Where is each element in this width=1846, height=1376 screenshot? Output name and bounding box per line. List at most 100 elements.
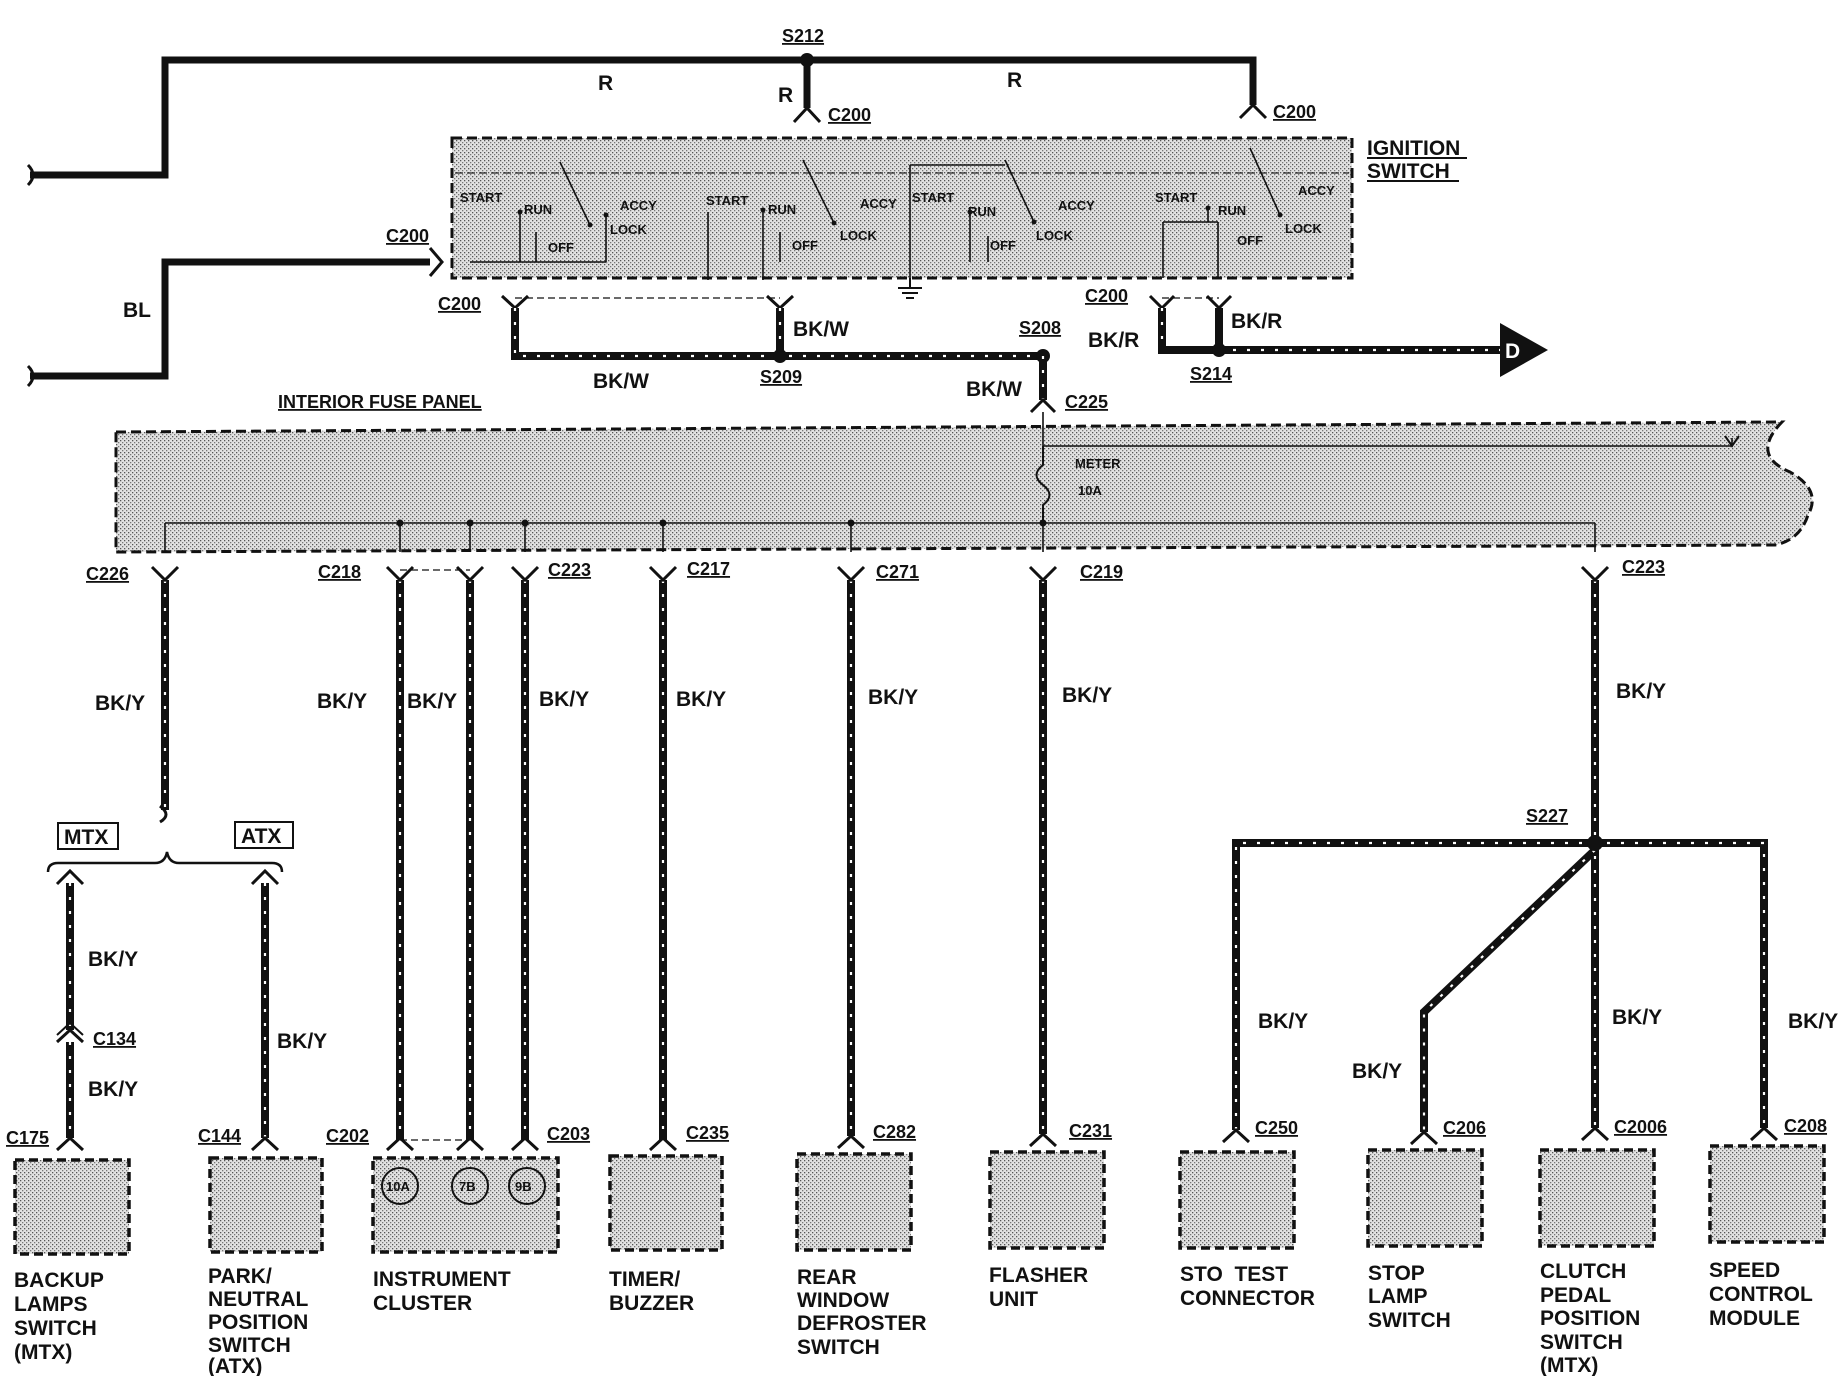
svg-text:C200: C200 — [386, 226, 429, 246]
wire-label-bky: BK/Y — [1612, 1006, 1662, 1029]
component-clutch-pedal-switch — [1538, 1148, 1656, 1248]
svg-text:MODULE: MODULE — [1709, 1307, 1800, 1330]
svg-text:STO TEST: STO TEST — [1180, 1263, 1288, 1286]
pos-off: OFF — [990, 238, 1016, 253]
wire-label-bky: BK/Y — [277, 1030, 327, 1053]
component-stop-lamp-switch — [1366, 1148, 1484, 1248]
pos-start: START — [706, 193, 748, 208]
atx-box — [234, 821, 294, 849]
pos-run: RUN — [968, 204, 996, 219]
connector-c2006 — [1580, 1125, 1610, 1142]
svg-text:SWITCH: SWITCH — [797, 1336, 880, 1359]
pos-run: RUN — [1218, 203, 1246, 218]
pos-accy: ACCY — [860, 196, 897, 211]
svg-text:FLASHER: FLASHER — [989, 1264, 1088, 1287]
svg-text:TIMER/: TIMER/ — [609, 1268, 680, 1291]
wire-label-r: R — [1007, 69, 1022, 92]
svg-text:C144: C144 — [198, 1126, 241, 1146]
connector-c217 — [648, 565, 678, 583]
svg-text:UNIT: UNIT — [989, 1288, 1038, 1311]
connector-c250 — [1221, 1127, 1251, 1144]
component-sto-test-connector — [1178, 1150, 1296, 1250]
pos-lock: LOCK — [610, 222, 647, 237]
component-timer-buzzer — [608, 1154, 724, 1252]
connector-c223 — [1580, 565, 1610, 583]
fuse-icon — [1035, 446, 1051, 523]
connector-c200 — [792, 105, 822, 124]
svg-text:C208: C208 — [1784, 1116, 1827, 1136]
svg-text:C231: C231 — [1069, 1121, 1112, 1141]
splice-s209 — [773, 349, 787, 363]
svg-text:C218: C218 — [318, 562, 361, 582]
component-instrument-cluster — [371, 1156, 560, 1254]
wire-label-bkw: BK/W — [593, 370, 649, 393]
pos-lock: LOCK — [1285, 221, 1322, 236]
wire-bkr — [1158, 308, 1500, 354]
svg-text:S212: S212 — [782, 26, 824, 46]
pos-run: RUN — [768, 202, 796, 217]
svg-text:BACKUP: BACKUP — [14, 1269, 104, 1292]
svg-text:C223: C223 — [548, 560, 591, 580]
connector-c225 — [1029, 397, 1057, 414]
svg-text:SWITCH: SWITCH — [1540, 1331, 1623, 1354]
connector-c226 — [150, 565, 180, 583]
component-backup-lamps-switch — [13, 1158, 131, 1256]
svg-text:INSTRUMENT: INSTRUMENT — [373, 1268, 511, 1291]
brace — [46, 851, 284, 873]
wire-label-bky: BK/Y — [1258, 1010, 1308, 1033]
wire-label-bky: BK/Y — [539, 688, 589, 711]
svg-text:C203: C203 — [547, 1124, 590, 1144]
wire-bkw — [511, 308, 1043, 360]
ground-icon — [898, 278, 922, 299]
fuse-panel-title: INTERIOR FUSE PANEL — [278, 392, 482, 412]
ignition-switch-title: IGNITION — [1367, 137, 1460, 160]
pos-start: START — [1155, 190, 1197, 205]
pos-off: OFF — [548, 240, 574, 255]
svg-text:C282: C282 — [873, 1122, 916, 1142]
component-park-neutral-switch — [208, 1156, 324, 1254]
svg-text:REAR: REAR — [797, 1266, 857, 1289]
svg-text:PARK/: PARK/ — [208, 1265, 272, 1288]
svg-text:BUZZER: BUZZER — [609, 1292, 694, 1315]
svg-text:(MTX): (MTX) — [14, 1341, 72, 1364]
wire-label-bkr: BK/R — [1088, 329, 1139, 352]
svg-text:POSITION: POSITION — [208, 1311, 308, 1334]
wire-label-bky: BK/Y — [317, 690, 367, 713]
label-backup-lamps-switch: BACKUP LAMPS SWITCH (MTX) — [14, 1269, 104, 1364]
fuse-name: METER — [1075, 456, 1121, 471]
fuse-rating: 10A — [1078, 483, 1102, 498]
wire-label-bl: BL — [123, 299, 151, 322]
svg-text:STOP: STOP — [1368, 1262, 1425, 1285]
svg-text:C200: C200 — [1273, 102, 1316, 122]
wire-label-bky: BK/Y — [1352, 1060, 1402, 1083]
ignition-switch-section — [470, 161, 607, 263]
svg-text:C202: C202 — [326, 1126, 369, 1146]
pos-start: START — [912, 190, 954, 205]
svg-text:C2006: C2006 — [1614, 1117, 1667, 1137]
wire-r — [30, 56, 1257, 179]
splice-s227 — [1587, 835, 1603, 851]
splice-s214 — [1212, 343, 1226, 357]
cluster-terminal: 7B — [459, 1179, 476, 1194]
wire-label-bky: BK/Y — [1616, 680, 1666, 703]
wire-label-bky: BK/Y — [1062, 684, 1112, 707]
bky-wire-group — [66, 580, 1768, 1140]
pos-accy: ACCY — [1298, 183, 1335, 198]
svg-text:S209: S209 — [760, 367, 802, 387]
arrow-to-d — [1500, 323, 1548, 377]
svg-text:C226: C226 — [86, 564, 129, 584]
svg-text:CONNECTOR: CONNECTOR — [1180, 1287, 1315, 1310]
mtx-box — [57, 822, 119, 850]
component-speed-control-module — [1708, 1144, 1826, 1244]
label-park-neutral-switch: PARK/ NEUTRAL POSITION SWITCH (ATX) — [208, 1265, 308, 1376]
connector-c134 — [55, 1027, 85, 1044]
pos-accy: ACCY — [1058, 198, 1095, 213]
connector-c282 — [836, 1133, 866, 1150]
svg-text:S208: S208 — [1019, 318, 1061, 338]
svg-text:C134: C134 — [93, 1029, 136, 1049]
label-sto-test-connector: STO TEST CONNECTOR — [1180, 1263, 1315, 1310]
pos-lock: LOCK — [1036, 228, 1073, 243]
svg-text:SWITCH: SWITCH — [14, 1317, 97, 1340]
svg-text:NEUTRAL: NEUTRAL — [208, 1288, 308, 1311]
